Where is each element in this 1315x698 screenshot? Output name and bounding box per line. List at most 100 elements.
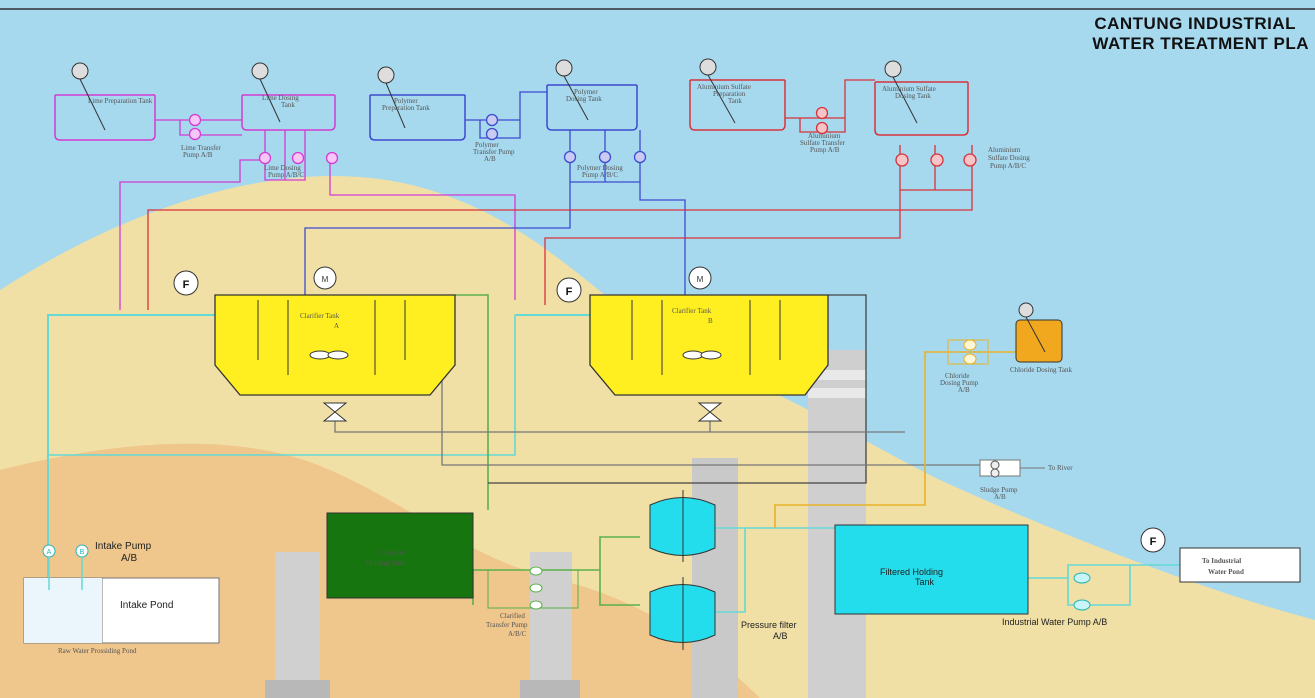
intake-group: A B Intake Pump A/B Intake Pond Raw Wate…: [23, 541, 220, 655]
polymer-agitators: [377, 59, 589, 129]
polymer-dosing-pump-b[interactable]: [598, 150, 612, 164]
motor-icon: [688, 266, 712, 290]
filtered-holding-tank[interactable]: Filtered Holding Tank: [834, 524, 1029, 615]
polymer-dosing-pump-a[interactable]: [563, 150, 577, 164]
svg-text:Preparation: Preparation: [713, 90, 746, 98]
lime-dosing-tank[interactable]: [241, 95, 336, 131]
polymer-pumps: [485, 113, 647, 164]
clarified-holding-tank[interactable]: Clarified Holding Tank: [326, 512, 474, 599]
svg-text:Industrial Water Pump A/B: Industrial Water Pump A/B: [1002, 617, 1107, 627]
lime-agitators: [71, 62, 281, 131]
pressure-filter-b[interactable]: [649, 577, 716, 650]
svg-text:Pump A/B: Pump A/B: [183, 151, 213, 159]
svg-text:Lime Dosing: Lime Dosing: [262, 94, 299, 102]
svg-text:Lime Dosing: Lime Dosing: [264, 164, 301, 172]
svg-text:M: M: [322, 275, 329, 284]
svg-text:Transfer Pump: Transfer Pump: [473, 148, 515, 156]
sludge-pump-group: To River Sludge Pump A/B: [979, 459, 1073, 501]
sludge-pump-b[interactable]: [990, 468, 1000, 478]
polymer-prep-tank[interactable]: [369, 95, 466, 141]
industrial-pump-a[interactable]: [1073, 572, 1091, 584]
to-industrial-water-pond[interactable]: To Industrial Water Pond: [1179, 547, 1301, 583]
polymer-transfer-pump-a[interactable]: [485, 113, 499, 127]
svg-text:Clarified: Clarified: [500, 612, 525, 620]
svg-text:Chloride: Chloride: [945, 372, 970, 380]
svg-text:Polymer: Polymer: [475, 141, 499, 149]
svg-text:Sludge Pump: Sludge Pump: [980, 486, 1018, 494]
svg-text:Intake Pump: Intake Pump: [95, 541, 152, 552]
svg-text:A/B: A/B: [958, 386, 970, 394]
industrial-pump-b[interactable]: [1073, 599, 1091, 611]
chloride-pump-a[interactable]: [963, 339, 977, 351]
flow-indicator-c: F: [1140, 527, 1166, 553]
alum-agitators: [699, 58, 918, 124]
lime-dosing-pump-c[interactable]: [325, 151, 339, 165]
svg-text:Raw Water Prossiding Pond: Raw Water Prossiding Pond: [58, 647, 137, 655]
clarified-pump-b[interactable]: [529, 583, 543, 593]
alum-transfer-pump-b[interactable]: [815, 121, 829, 135]
alum-transfer-pump-a[interactable]: [815, 106, 829, 120]
svg-text:Tank: Tank: [281, 101, 295, 109]
pressure-filter-label: Pressure filter: [741, 620, 797, 630]
svg-text:A: A: [47, 549, 52, 556]
lime-dosing-pump-a[interactable]: [258, 151, 272, 165]
alum-dosing-pump-b[interactable]: [930, 153, 944, 167]
svg-text:Polymer: Polymer: [574, 88, 598, 96]
svg-text:Aluminium Sulfate: Aluminium Sulfate: [882, 85, 936, 93]
svg-text:F: F: [183, 279, 190, 291]
svg-text:To River: To River: [1048, 464, 1073, 472]
svg-text:Lime Transfer: Lime Transfer: [181, 144, 222, 152]
svg-text:A/B/C: A/B/C: [508, 630, 527, 638]
svg-text:B: B: [80, 549, 85, 556]
lime-labels: Lime Preparation Tank Lime Transfer Pump…: [88, 94, 304, 179]
svg-text:A/B: A/B: [994, 493, 1006, 501]
polymer-dosing-pump-c[interactable]: [633, 150, 647, 164]
lime-transfer-pump-b[interactable]: [188, 127, 202, 141]
clarified-pump-c[interactable]: [529, 600, 543, 610]
svg-text:Dosing Tank: Dosing Tank: [566, 95, 602, 103]
svg-text:Clarifier Tank: Clarifier Tank: [672, 307, 712, 315]
alum-prep-tank[interactable]: [689, 80, 786, 131]
pressure-filter-a[interactable]: [649, 490, 716, 562]
lime-transfer-pump-a[interactable]: [188, 113, 202, 127]
svg-text:Pump A/B: Pump A/B: [810, 146, 840, 154]
svg-text:Sulfate Dosing: Sulfate Dosing: [988, 154, 1030, 162]
polymer-labels: Polymer Preparation Tank Polymer Transfe…: [382, 88, 623, 179]
svg-text:Clarifier Tank: Clarifier Tank: [300, 312, 340, 320]
polymer-transfer-pump-b[interactable]: [485, 127, 499, 141]
svg-text:M: M: [697, 275, 704, 284]
svg-text:Lime Preparation Tank: Lime Preparation Tank: [88, 97, 153, 105]
svg-text:Tank: Tank: [915, 577, 935, 587]
svg-text:B: B: [708, 317, 713, 325]
alum-dosing-pump-a[interactable]: [895, 153, 909, 167]
svg-text:Holding Tank: Holding Tank: [366, 559, 405, 567]
svg-text:Pump A/B/C: Pump A/B/C: [990, 162, 1026, 170]
alum-dosing-pump-c[interactable]: [963, 153, 977, 167]
svg-text:F: F: [566, 286, 573, 298]
svg-text:Water Pond: Water Pond: [1208, 568, 1244, 576]
lime-prep-tank[interactable]: [54, 95, 156, 141]
chloride-pump-b[interactable]: [963, 353, 977, 365]
svg-text:Transfer Pump: Transfer Pump: [486, 621, 528, 629]
svg-text:A/B: A/B: [121, 553, 137, 564]
svg-text:Polymer: Polymer: [394, 97, 418, 105]
chloride-dosing-group: Chloride Dosing Pump A/B Chloride Dosing…: [940, 302, 1072, 394]
svg-text:Dosing Pump: Dosing Pump: [940, 379, 979, 387]
svg-text:A/B: A/B: [484, 155, 496, 163]
sludge-pump-a[interactable]: [990, 460, 1000, 470]
lime-dosing-pump-b[interactable]: [291, 151, 305, 165]
background-stacks: [265, 350, 866, 698]
svg-text:Preparation Tank: Preparation Tank: [382, 104, 430, 112]
svg-text:Aluminium: Aluminium: [808, 132, 841, 140]
clarifier-tank-b[interactable]: M Clarifier Tank B: [589, 266, 829, 422]
clarified-pump-a[interactable]: [529, 566, 543, 576]
svg-text:Pump A/B/C: Pump A/B/C: [582, 171, 618, 179]
alum-dosing-tank[interactable]: [874, 82, 969, 136]
lime-pumps: [188, 113, 339, 165]
svg-text:Filtered Holding: Filtered Holding: [880, 567, 943, 577]
clarifier-tank-a[interactable]: M Clarifier Tank A: [214, 266, 456, 422]
svg-text:F: F: [1150, 536, 1157, 548]
clarified-transfer-pumps: Clarified Transfer Pump A/B/C: [486, 566, 579, 638]
polymer-dosing-tank[interactable]: [546, 85, 638, 131]
